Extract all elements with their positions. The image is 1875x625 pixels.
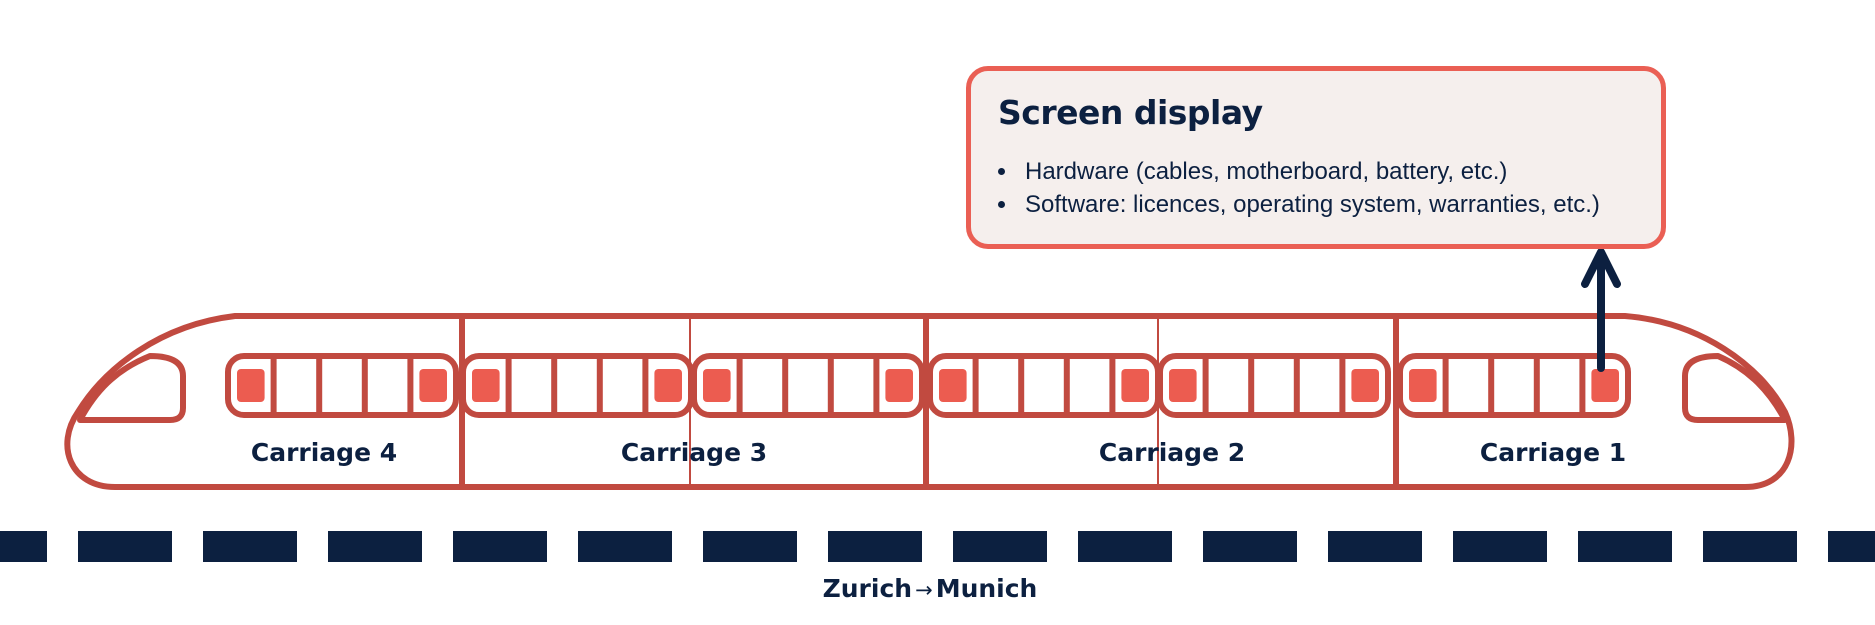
window-accent [703, 369, 731, 402]
window-strip [1157, 353, 1391, 418]
window-accent [1409, 369, 1437, 402]
callout-list: Hardware (cables, motherboard, battery, … [998, 155, 1600, 221]
window-strips [225, 353, 1631, 418]
window-accent [237, 369, 265, 402]
window-accent [654, 369, 682, 402]
window-accent [419, 369, 447, 402]
track-sleeper [703, 531, 797, 562]
window-accent [1169, 369, 1197, 402]
screen-display-callout: Screen display Hardware (cables, motherb… [966, 66, 1666, 249]
track-sleeper [1328, 531, 1422, 562]
route-origin: Zurich [822, 574, 913, 603]
callout-arrow [1581, 248, 1621, 372]
track-sleeper [953, 531, 1047, 562]
window-accent [1121, 369, 1149, 402]
track-sleeper [0, 531, 47, 562]
railway-track [0, 531, 1875, 562]
track-sleeper [578, 531, 672, 562]
carriage-label-2: Carriage 2 [1098, 438, 1246, 467]
callout-list-item: Hardware (cables, motherboard, battery, … [998, 155, 1600, 188]
route-destination: Munich [935, 574, 1038, 603]
track-sleeper [203, 531, 297, 562]
track-sleeper [1203, 531, 1297, 562]
callout-list-item: Software: licences, operating system, wa… [998, 188, 1600, 221]
window-strip [927, 353, 1161, 418]
window-strip [460, 353, 694, 418]
carriage-label-4: Carriage 4 [250, 438, 398, 467]
carriage-label-1: Carriage 1 [1479, 438, 1627, 467]
window-accent [1351, 369, 1379, 402]
callout-item-text: Software: licences, operating system, wa… [1025, 191, 1600, 218]
front-cab-window [1682, 353, 1788, 423]
window-accent [885, 369, 913, 402]
route-arrow-icon: → [915, 578, 933, 602]
window-strip [691, 353, 925, 418]
window-accent [472, 369, 500, 402]
track-sleeper [453, 531, 547, 562]
window-strip [1397, 353, 1631, 418]
bullet-icon [998, 168, 1005, 175]
window-accent [939, 369, 967, 402]
rear-cab-window [77, 353, 186, 423]
track-sleeper [1078, 531, 1172, 562]
track-sleeper [1828, 531, 1875, 562]
callout-item-text: Hardware (cables, motherboard, battery, … [1025, 158, 1508, 185]
route-label: Zurich→Munich [823, 574, 1038, 603]
track-sleeper [828, 531, 922, 562]
window-accent [1591, 369, 1619, 402]
track-sleeper [78, 531, 172, 562]
arrow-head [1581, 248, 1621, 288]
callout-title: Screen display [998, 93, 1263, 132]
track-sleeper [1453, 531, 1547, 562]
carriage-label-3: Carriage 3 [620, 438, 768, 467]
track-sleeper [328, 531, 422, 562]
bullet-icon [998, 201, 1005, 208]
track-sleeper [1703, 531, 1797, 562]
track-sleeper [1578, 531, 1672, 562]
window-strip [225, 353, 459, 418]
